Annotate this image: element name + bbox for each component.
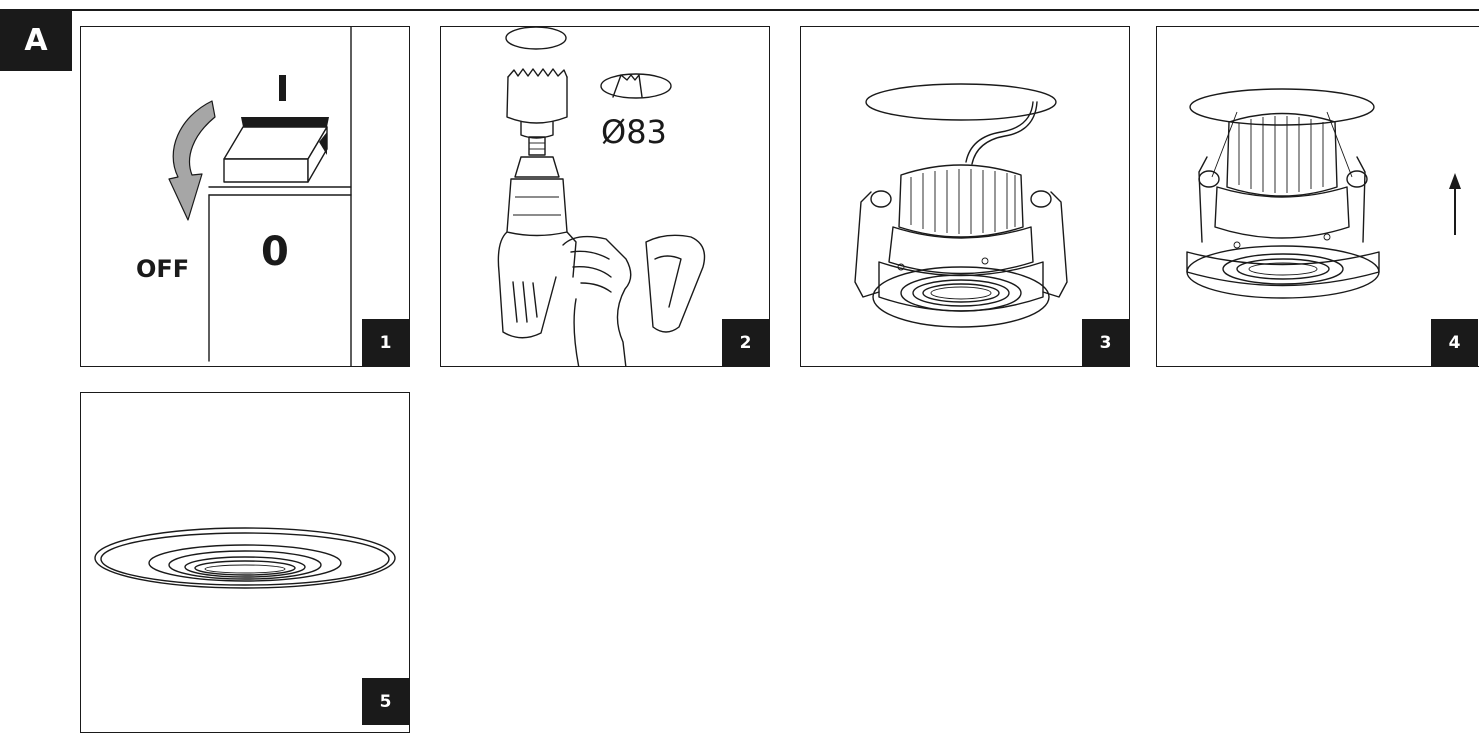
step-number-5: 5 [362,678,409,725]
downlight-icon [1187,112,1379,298]
top-rule [0,9,1479,11]
hole-saw-symbol [601,74,671,98]
insert-wire-illustration [801,27,1130,367]
on-symbol [279,75,286,101]
ceiling-opening [1190,89,1374,125]
drill-icon [498,157,576,338]
off-symbol: 0 [261,229,289,275]
step-number-2: 2 [722,319,769,366]
switch-icon [224,75,329,182]
hole-saw-icon [507,69,567,155]
step-number-3: 3 [1082,319,1129,366]
step-panel-5: 5 [80,392,410,733]
hand [563,237,631,367]
step-number-4: 4 [1431,319,1478,366]
installed-downlight-icon [95,528,395,588]
step-panel-4: 4 [1156,26,1479,367]
downlight-icon [855,165,1067,327]
off-label: OFF [136,255,189,283]
ceiling-cutout-icon [866,84,1056,120]
drill-illustration: Ø83 [441,27,770,367]
hole-diameter: Ø83 [601,113,667,151]
step-number-1: 1 [362,319,409,366]
down-arrow-icon [169,101,215,220]
push-up-illustration [1157,27,1479,367]
step-panel-3: 3 [800,26,1130,367]
up-arrow-icon [1449,173,1461,235]
installed-illustration [81,393,410,733]
switch-illustration: OFF 0 [81,27,410,367]
section-label: A [0,9,72,71]
step-panel-2: Ø83 2 [440,26,770,367]
step-panel-1: OFF 0 1 [80,26,410,367]
cutout-disc [506,27,566,49]
